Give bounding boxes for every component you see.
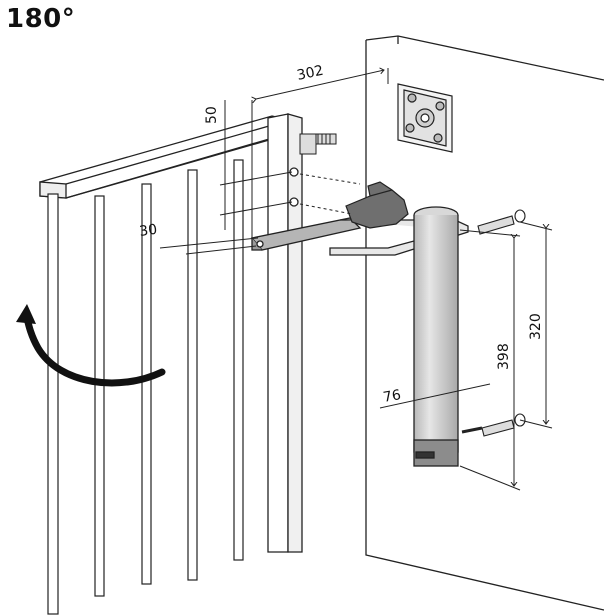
mounting-bracket-icon [397, 83, 453, 153]
release-knob-icon [345, 181, 409, 229]
dim-30-label: 30 [138, 222, 158, 240]
angle-title: 180° [6, 4, 76, 34]
curved-arrow-icon [16, 304, 166, 387]
dim-76-label: 76 [382, 387, 402, 406]
dim-320-label: 320 [528, 313, 544, 340]
dim-398-label: 398 [496, 343, 512, 370]
operator-body [413, 206, 459, 467]
hinge-bolt [299, 133, 337, 155]
wall-anchors [461, 209, 526, 437]
gate-top-rail [39, 115, 301, 199]
dim-50-label: 50 [204, 106, 220, 124]
gate-post [267, 113, 303, 553]
dim-302-label: 302 [296, 63, 325, 84]
gate-bars [47, 159, 244, 615]
dimension-lines [159, 68, 553, 491]
